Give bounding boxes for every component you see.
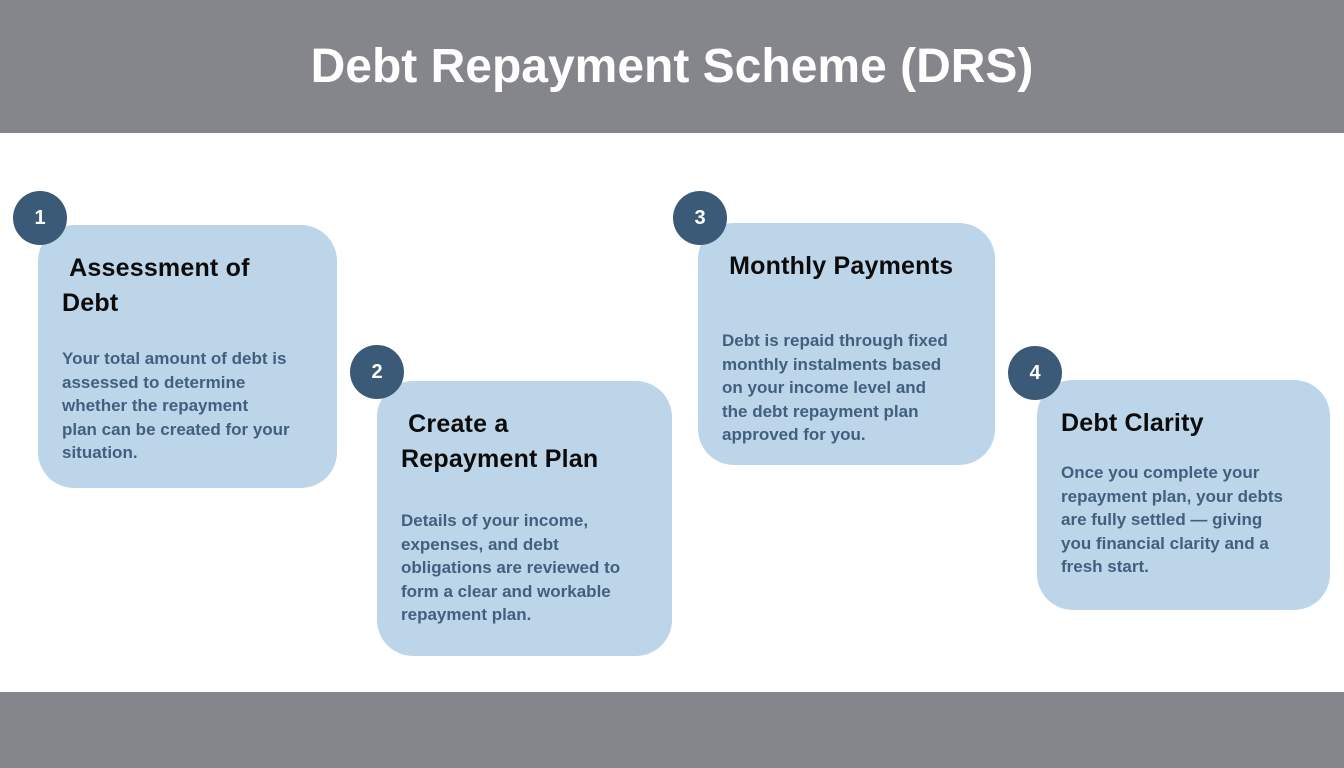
step-4-card: Debt Clarity Once you complete your repa… <box>1037 380 1330 610</box>
step-3-card: Monthly Payments Debt is repaid through … <box>698 223 995 465</box>
step-1-title: Assessment of Debt <box>62 254 250 317</box>
step-3-title: Monthly Payments <box>722 252 954 280</box>
step-2-description: Details of your income, expenses, and de… <box>401 511 621 624</box>
footer-band <box>0 692 1344 768</box>
step-4-description: Once you complete your repayment plan, y… <box>1061 463 1283 576</box>
step-4-title: Debt Clarity <box>1061 409 1204 437</box>
step-4-number-badge: 4 <box>1008 346 1062 400</box>
step-2-number: 2 <box>371 360 383 383</box>
step-2-title: Create a Repayment Plan <box>401 410 599 473</box>
step-3-number-badge: 3 <box>673 191 727 245</box>
step-3-number: 3 <box>694 206 706 229</box>
step-3-description: Debt is repaid through fixed monthly ins… <box>722 331 948 444</box>
step-1-number: 1 <box>34 206 46 229</box>
header-band: Debt Repayment Scheme (DRS) <box>0 0 1344 133</box>
step-4-number: 4 <box>1029 361 1041 384</box>
step-1-card: Assessment of Debt Your total amount of … <box>38 225 337 488</box>
step-2-number-badge: 2 <box>350 345 404 399</box>
step-1-description: Your total amount of debt is assessed to… <box>62 349 290 462</box>
page-title: Debt Repayment Scheme (DRS) <box>310 40 1034 93</box>
step-1-number-badge: 1 <box>13 191 67 245</box>
step-2-card: Create a Repayment Plan Details of your … <box>377 381 672 656</box>
